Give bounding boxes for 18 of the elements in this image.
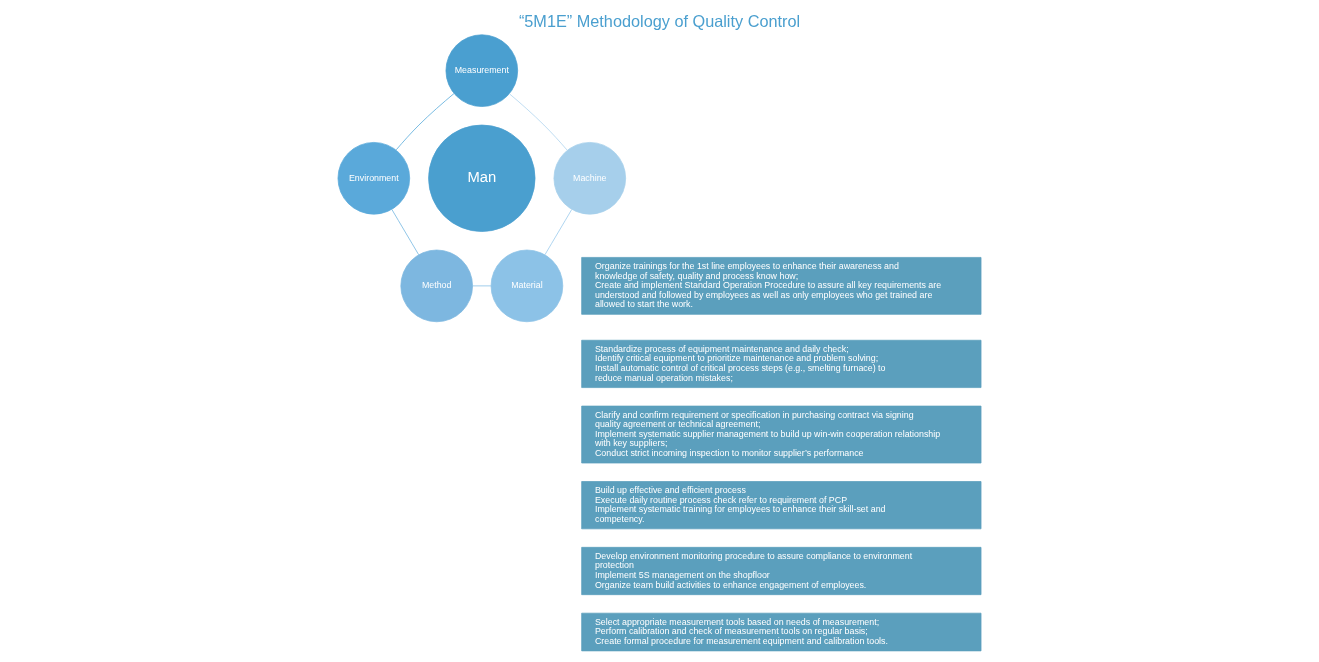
connector (544, 209, 573, 256)
node-box: Build up effective and efficient process Execute daily routine process check refer to requirement of PCP Implement systematic training for employees to enhance their skill-set and competency. (581, 481, 982, 530)
node-circle: Man (428, 124, 536, 232)
connector (472, 285, 492, 287)
node-circle: Measurement (445, 34, 519, 107)
diagram-title: “5M1E” Methodology of Quality Control (518, 12, 801, 31)
node-circle: Material (490, 249, 564, 323)
node-box: Develop environment monitoring procedure to assure compliance to environment protection Implement 5S management on the shopfloor Organize team build activities to enhance engagement of employees. (581, 546, 982, 596)
connector (391, 209, 420, 256)
node-box: Clarify and confirm requirement or specification in purchasing contract via signing quality agreement or technical agreement; Implement systematic supplier management to build up win-win cooperation relationship with key suppliers; Conduct strict incoming inspection to monitor supplier’s performance (581, 405, 982, 464)
node-circle: Machine (553, 142, 627, 215)
node-box: Select appropriate measurement tools based on needs of measurement; Perform calibration and check of measurement tools on regular basis; Create formal procedure for measurement equipment and calibration tools. (581, 612, 982, 652)
connector (509, 93, 568, 151)
node-box: Standardize process of equipment maintenance and daily check; Identify critical equipment to prioritize maintenance and problem solving; Install automatic control of critical process steps (e.g., smelting furnace) to reduce manual operation mistakes; (581, 339, 982, 388)
connector (395, 93, 455, 151)
node-box: Organize trainings for the 1st line employees to enhance their awareness and knowledge of safety, quality and process know how; Create and implement Standard Operation Procedure to assure all key requirements are understood and followed by employees as well as only employees who get trained are allowed to start the work. (581, 257, 982, 315)
node-circle: Method (400, 249, 473, 323)
node-circle: Environment (337, 142, 411, 215)
